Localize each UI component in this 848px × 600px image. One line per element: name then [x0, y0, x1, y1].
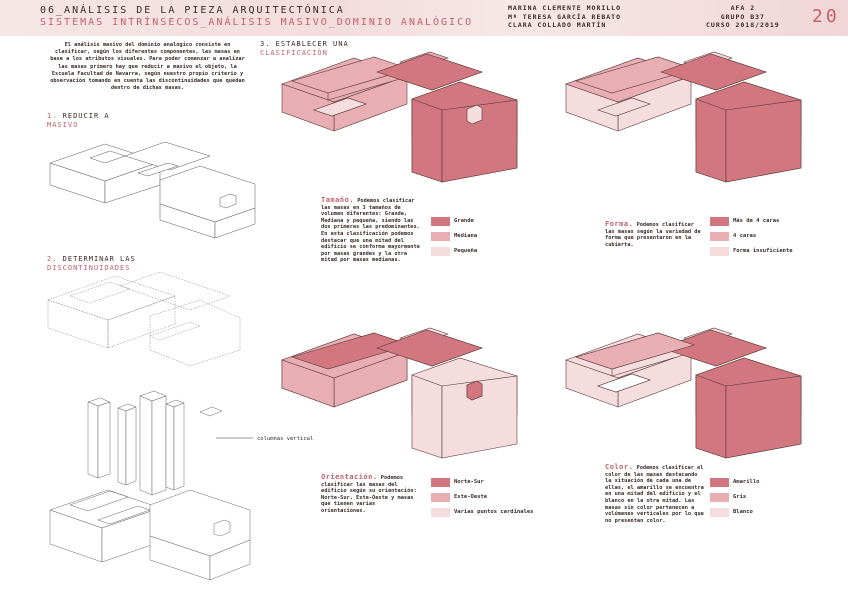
color-description: Color. Podemos clasificar el color de la… [605, 464, 705, 524]
course-year: CURSO 2018/2019 [706, 21, 780, 29]
legend-label: Más de 4 caras [733, 218, 780, 224]
authors: MARINA CLEMENTE MORILLO Mª TERESA GARCÍA… [508, 4, 621, 30]
tamano-heading: Tamaño. [321, 196, 355, 204]
section-3-heading: 3. ESTABLECER UNA CLASIFICACIÓN [260, 40, 349, 57]
section-1-heading: 1. REDUCIR A MASIVO [47, 112, 110, 129]
legend-swatch [431, 232, 450, 241]
legend-swatch [431, 478, 450, 487]
discontinuities-drawing [47, 271, 253, 581]
legend-swatch [431, 217, 450, 226]
color-heading: Color. [605, 463, 634, 471]
legend-label: Varias puntos cardinales [454, 509, 534, 515]
legend-label: Mediana [454, 233, 478, 239]
massing-model-forma [565, 51, 802, 183]
tamano-text: Podemos clasificar las masas en 3 tamaño… [321, 198, 420, 264]
section-3-number: 3. [260, 40, 271, 48]
legend-label: Este-Oeste [454, 494, 488, 500]
section-2-heading: 2. DETERMINAR LAS DISCONTINUIDADES [47, 255, 136, 272]
legend-swatch [431, 493, 450, 502]
forma-heading: Forma. [605, 220, 634, 228]
forma-description: Forma. Podemos clasificar las masas segú… [605, 221, 705, 248]
color-text: Podemos clasificar el color de las masas… [605, 465, 704, 524]
page-number: 20 [812, 6, 840, 27]
author-2: Mª TERESA GARCÍA REBATO [508, 12, 622, 21]
intro-paragraph: El análisis masivo del dominio analógico… [50, 42, 245, 92]
legend-label: Pequeña [454, 248, 478, 254]
legend-swatch [710, 508, 729, 517]
legend-label: Norte-Sur [454, 479, 484, 485]
vertical-columns-label: columnas vertical [257, 436, 314, 442]
section-2-title: DETERMINAR LAS [62, 255, 136, 263]
header-band [0, 0, 848, 36]
legend-label: 4 caras [733, 233, 757, 239]
legend-label: Forma insuficiente [733, 248, 793, 254]
massing-model-color [565, 327, 802, 459]
massing-model-tamano [281, 51, 518, 183]
orientacion-description: Orientación. Podemos clasificar las masa… [321, 474, 421, 515]
section-1-title: REDUCIR A [62, 112, 110, 120]
page-subtitle: SISTEMAS INTRÍNSECOS_ANÁLISIS MASIVO_DOM… [40, 17, 474, 28]
massing-outline-drawing [49, 141, 256, 239]
forma-text: Podemos clasificar las masas según la va… [605, 222, 701, 248]
massing-model-orientacion [281, 327, 518, 459]
course-subject: AFA 2 [730, 4, 756, 12]
course-info: AFA 2 GRUPO B37 CURSO 2018/2019 [706, 4, 780, 30]
legend-swatch [431, 247, 450, 256]
author-1: MARINA CLEMENTE MORILLO [508, 4, 622, 12]
tamano-description: Tamaño. Podemos clasificar las masas en … [321, 197, 421, 264]
section-1-subtitle: MASIVO [47, 120, 79, 129]
legend-swatch [431, 508, 450, 517]
orientacion-text: Podemos clasificar las masas del edifici… [321, 475, 417, 514]
legend-swatch [710, 232, 729, 241]
legend-label: Gris [733, 494, 747, 500]
page-title: 06_ANÁLISIS DE LA PIEZA ARQUITECTÓNICA [40, 5, 345, 16]
legend-swatch [710, 217, 729, 226]
legend-swatch [710, 493, 729, 502]
section-2-subtitle: DISCONTINUIDADES [47, 263, 131, 272]
orientacion-heading: Orientación. [321, 473, 378, 481]
section-3-subtitle: CLASIFICACIÓN [260, 48, 328, 57]
section-1-number: 1. [47, 112, 58, 120]
legend-label: Blanco [733, 509, 753, 515]
legend-swatch [710, 247, 729, 256]
legend-swatch [710, 478, 729, 487]
legend-label: Amarillo [733, 479, 760, 485]
author-3: CLARA COLLADO MARTÍN [508, 21, 607, 29]
legend-label: Grande [454, 218, 474, 224]
course-group: GRUPO B37 [720, 12, 765, 21]
section-3-title: ESTABLECER UNA [275, 40, 349, 48]
section-2-number: 2. [47, 255, 58, 263]
